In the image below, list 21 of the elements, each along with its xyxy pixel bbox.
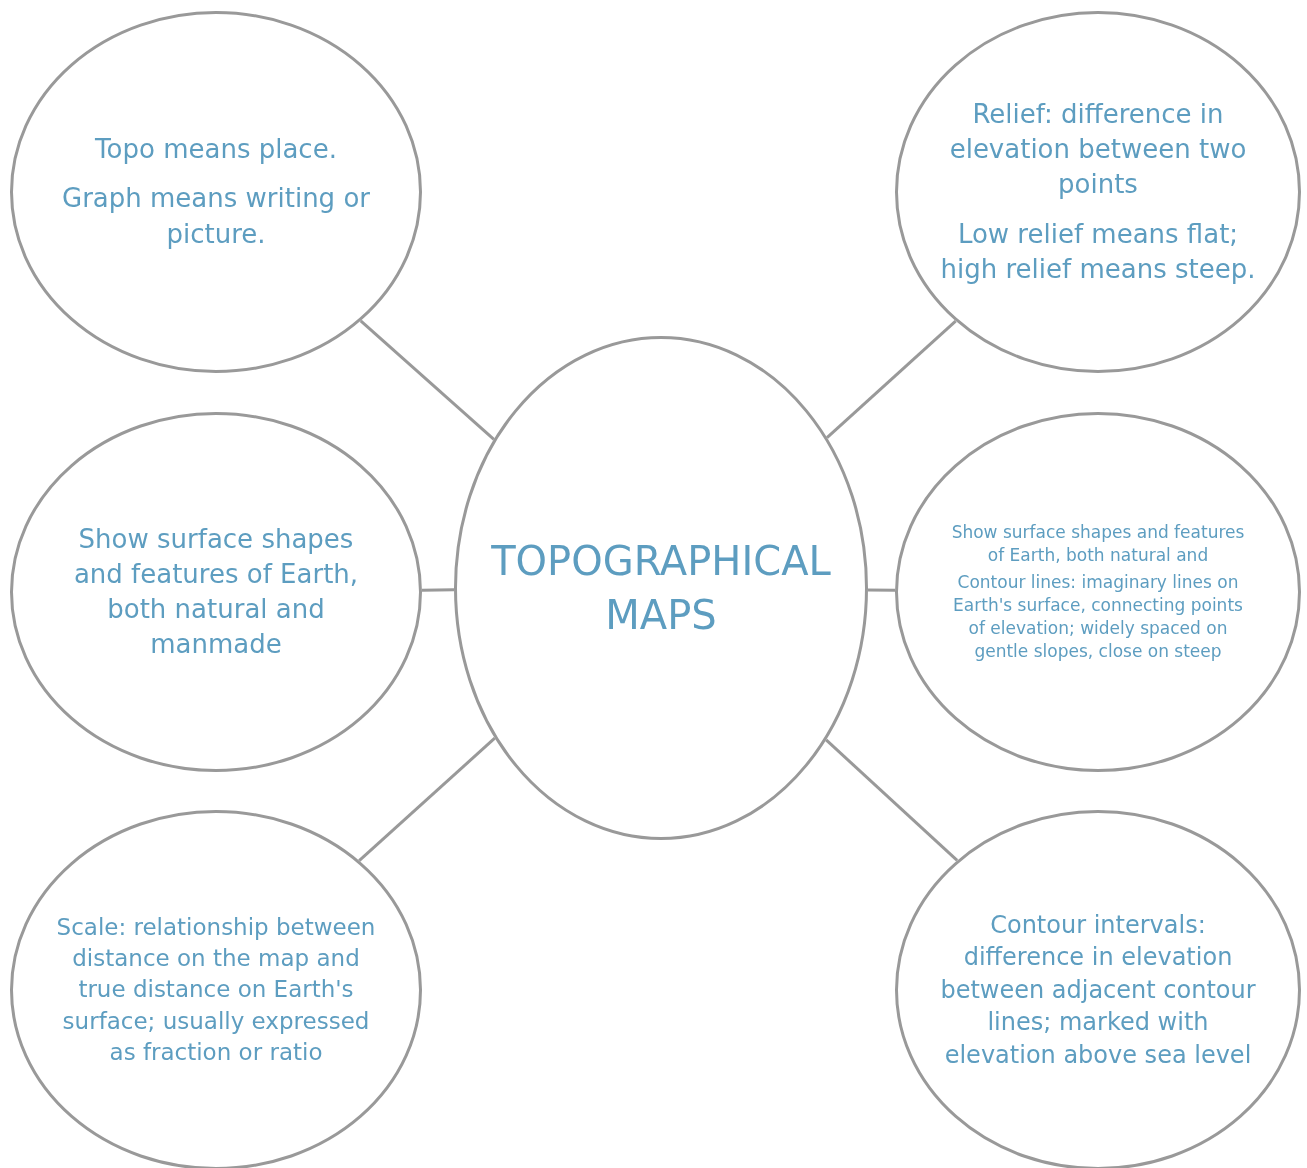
node-text: Relief: difference in elevation between two points [948,98,1248,202]
node-text: Low relief means flat; high relief means steep. [939,217,1257,286]
node-text: Show surface shapes and features of Earth, both natural and manmade [72,522,360,662]
connector-line [358,737,496,862]
node-text: Graph means writing or picture. [61,182,371,251]
connector-line [826,319,957,439]
topic-ellipse [10,412,422,772]
node-text: Contour intervals: difference in elevation between adjacent contour lines; marked with elevation above sea level [939,910,1257,1071]
central-ellipse [454,336,868,840]
topic-ellipse [10,11,422,373]
node-text: Topo means place. [94,133,338,167]
node-text: Contour lines: imaginary lines on Earth's surface, connecting points of elevation; widely spaced on gentle slopes, close on steep [952,571,1244,663]
title-text: TOPOGRAPHICAL MAPS [490,537,832,640]
topic-ellipse [895,11,1301,373]
node-text: Show surface shapes and features of Earth, both natural and [950,521,1246,568]
connector-line [825,738,959,862]
topic-ellipse [895,412,1301,772]
node-text: Scale: relationship between distance on the map and true distance on Earth's surface; usually expressed as fraction or ratio [56,913,376,1067]
connector-line [867,588,896,592]
connector-line [359,319,495,441]
connector-line [421,588,455,592]
